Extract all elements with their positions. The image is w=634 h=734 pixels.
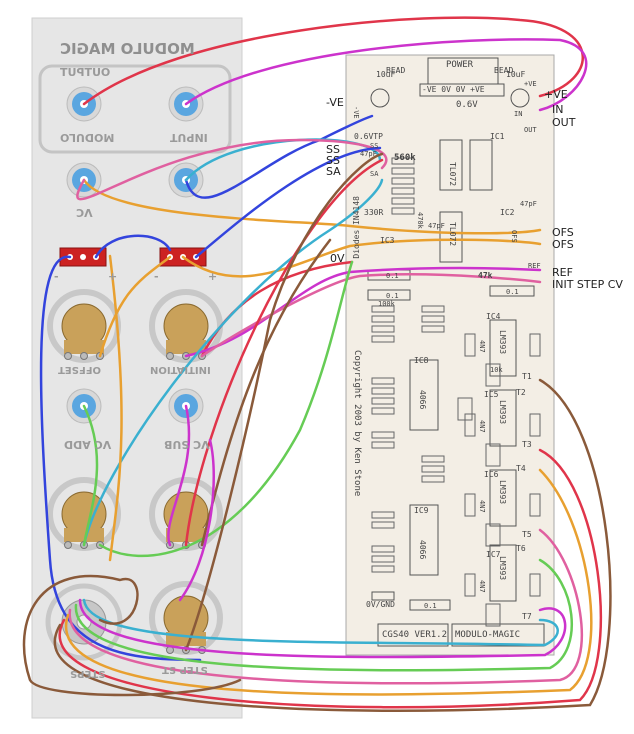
pcb-4066-b: 4066 xyxy=(418,540,427,560)
pcb-resistor-560k: 560k xyxy=(394,153,416,163)
pcb-t6: T6 xyxy=(516,544,526,553)
pcb-pad-out: OUT xyxy=(524,126,537,134)
label-0v: 0V xyxy=(330,252,345,265)
pcb-pad-pos-ve: +VE xyxy=(524,80,537,88)
switch-right-minus: - xyxy=(154,270,159,283)
pcb-lm393-b: LM393 xyxy=(498,400,507,425)
pcb-lm393-c: LM393 xyxy=(498,480,507,505)
label-sa: SA xyxy=(326,165,341,178)
pcb-tl072-b: TL072 xyxy=(448,222,457,247)
pcb-pad-ofs: OFS xyxy=(510,230,518,243)
pcb-cap-01-c: 0.1 xyxy=(386,292,399,300)
vc-sub-jack-label: VC SUB xyxy=(164,438,210,451)
pcb-footer-version: CGS40 VER1.2 xyxy=(382,630,448,640)
pcb-pad-neg-ve: -VE xyxy=(352,106,360,119)
switch-left-minus: - xyxy=(54,270,59,283)
label-ofs-2: OFS xyxy=(552,238,574,251)
pcb-copyright: Copyright 2003 by Ken Stone xyxy=(352,350,362,497)
pcb-cap-47pf-a: 47pF xyxy=(360,150,377,158)
label-out: OUT xyxy=(552,116,576,129)
label-neg-ve: -VE xyxy=(326,96,344,109)
pcb-cap-4n7-c: 4N7 xyxy=(478,500,486,513)
initiation-pot-label: INITIATION xyxy=(150,364,211,375)
pcb-footer-name: MODULO-MAGIC xyxy=(455,630,521,640)
pcb-power-rails: -VE 0V 0V +VE xyxy=(422,85,485,94)
pcb-t4: T4 xyxy=(516,464,526,473)
label-ss-1: SS xyxy=(326,143,340,156)
label-ref: REF xyxy=(552,266,573,279)
pcb-pad-ss: SS xyxy=(370,142,379,150)
pcb-resistor-100k: 100k xyxy=(378,300,395,308)
label-pos-ve: +VE xyxy=(544,88,568,101)
pcb-bead-right: BEAD xyxy=(494,66,514,75)
pcb-gnd-label: 0V/GND xyxy=(366,600,395,609)
pcb-pad-ref: REF xyxy=(528,262,541,270)
label-init-step-cv: INIT STEP CV xyxy=(552,278,623,291)
pcb-t1: T1 xyxy=(522,372,532,381)
pcb-diodes-label: Diodes IN4148 xyxy=(352,196,361,259)
vc-jack-label: VC xyxy=(76,206,93,219)
pcb-resistor-10k: 10k xyxy=(490,366,503,374)
step-pot-label: STEP ST xyxy=(162,664,208,675)
pcb-cap-10uf-left: 10uF xyxy=(376,70,396,79)
pcb-lm393-a: LM393 xyxy=(498,330,507,355)
panel-title: MODULO MAGIC xyxy=(60,40,195,58)
pcb-ic4: IC4 xyxy=(486,312,501,321)
pcb-t2: T2 xyxy=(516,388,526,397)
pcb-voltage-06tp: 0.6VTP xyxy=(354,132,383,141)
pcb-t3: T3 xyxy=(522,440,532,449)
pcb-4066-a: 4066 xyxy=(418,390,427,410)
pcb-cap-47pf-c: 47pF xyxy=(520,200,537,208)
offset-pot-label: OFFSET xyxy=(58,364,102,375)
label-ss-2: SS xyxy=(326,154,340,167)
pcb-ic6: IC6 xyxy=(484,470,499,479)
pcb-cap-4n7-d: 4N7 xyxy=(478,580,486,593)
pcb-cap-01-d: 0.1 xyxy=(424,602,437,610)
pcb-bead-left: BEAD xyxy=(386,66,406,75)
pcb-power-label: POWER xyxy=(446,60,474,70)
pcb-voltage-06: 0.6V xyxy=(456,100,478,110)
pcb-ic5: IC5 xyxy=(484,390,499,399)
pcb-cap-4n7-a: 4N7 xyxy=(478,340,486,353)
pcb-ic8: IC8 xyxy=(414,356,429,365)
pcb-cap-4n7-b: 4N7 xyxy=(478,420,486,433)
wires xyxy=(22,16,612,713)
pcb-ic2: IC2 xyxy=(500,208,515,217)
pot-step xyxy=(149,581,223,655)
switch-right-plus: + xyxy=(208,270,218,283)
pcb-cap-10uf-right: 10uF xyxy=(506,70,526,79)
steps-switch-label: STEPS xyxy=(70,668,106,679)
output-box-top-label: OUTPUT xyxy=(60,66,111,79)
pcb-t7: T7 xyxy=(522,612,532,621)
pcb-lm393-d: LM393 xyxy=(498,556,507,581)
pcb-cap-01-a: 0.1 xyxy=(386,272,399,280)
label-in: IN xyxy=(552,103,564,116)
output-box-bottom-label: MODULO xyxy=(60,131,115,144)
pcb-tl072-a: TL072 xyxy=(448,162,457,187)
pcb-ic7: IC7 xyxy=(486,550,501,559)
pcb-resistor-47k: 47k xyxy=(478,271,493,280)
pcb-ic3: IC3 xyxy=(380,236,395,245)
switch-left-plus: + xyxy=(108,270,118,283)
pcb-resistor-330r: 330R xyxy=(364,208,384,217)
vc-add-jack-label: VC ADD xyxy=(64,438,112,451)
pcb-cap-47pf-b: 47pF xyxy=(428,222,445,230)
pcb-resistor-470k: 470k xyxy=(416,212,424,229)
pcb-pad-sa: SA xyxy=(370,170,379,178)
pcb-pad-in: IN xyxy=(514,110,523,118)
pcb-ic9: IC9 xyxy=(414,506,429,515)
pcb-cap-01-b: 0.1 xyxy=(506,288,519,296)
label-ofs-1: OFS xyxy=(552,226,574,239)
pcb-ic1: IC1 xyxy=(490,132,505,141)
input-jack-label: INPUT xyxy=(170,131,208,144)
pcb-t5: T5 xyxy=(522,530,532,539)
